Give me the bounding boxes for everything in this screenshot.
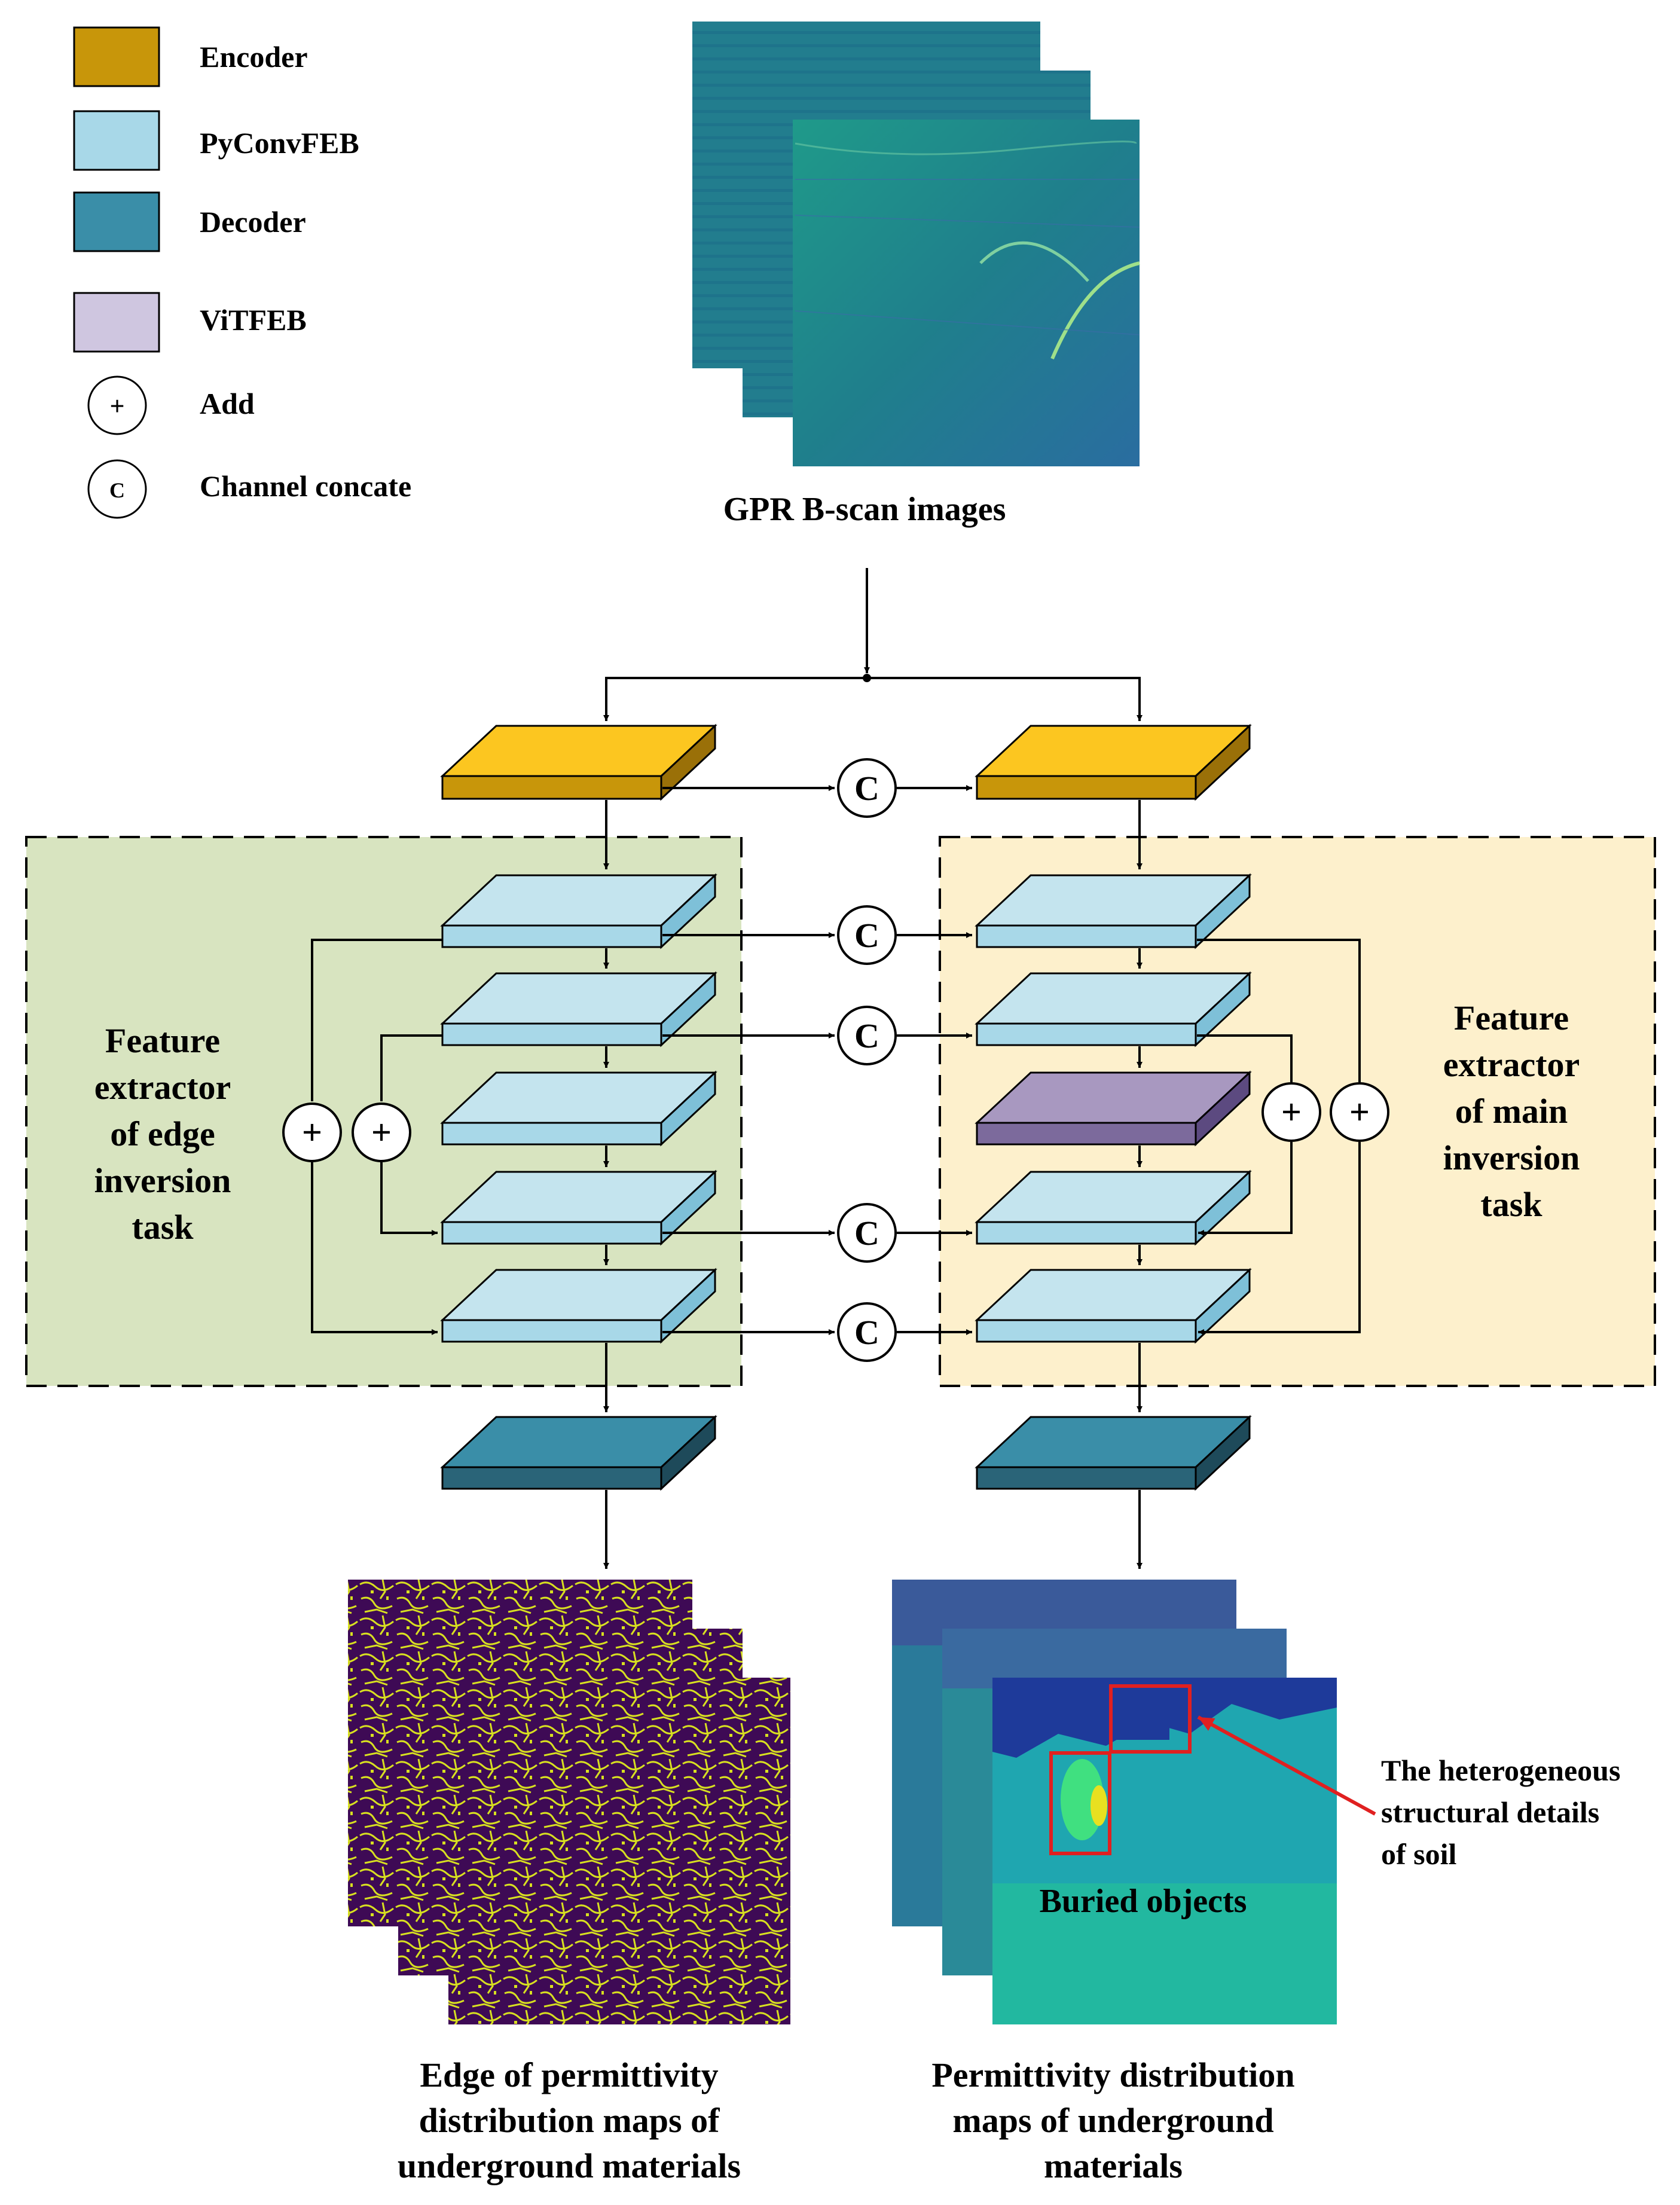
highlight-pointer	[1197, 1715, 1376, 1816]
buried-objects-label: Buried objects	[1040, 1883, 1247, 1920]
svg-text:Feature: Feature	[1454, 998, 1569, 1037]
legend-concat-symbol: C	[109, 478, 125, 502]
left-pyconv-block-2	[440, 971, 717, 1047]
legend-pyconv-swatch	[73, 110, 160, 171]
legend-concat-icon	[87, 459, 147, 519]
legend-add-label: Add	[200, 387, 255, 420]
left-pyconv-block-4	[440, 1169, 717, 1246]
concat-nodes: C C C C C	[837, 758, 897, 1362]
legend-add-icon	[87, 375, 147, 435]
add-symbol: +	[371, 1113, 392, 1152]
right-pyconv-block-2	[975, 971, 1252, 1047]
svg-text:of soil: of soil	[1381, 1837, 1457, 1871]
hetero-annotation: The heterogeneous structural details of …	[1381, 1754, 1620, 1871]
add-icon	[282, 1102, 342, 1162]
svg-text:The heterogeneous: The heterogeneous	[1381, 1754, 1620, 1787]
right-encoder-block	[975, 723, 1252, 801]
right-pyconv-block-1	[975, 873, 1252, 949]
input-split-connector	[603, 568, 1143, 721]
concat-symbol: C	[854, 1016, 879, 1055]
concat-icon	[837, 1203, 897, 1263]
svg-text:Feature: Feature	[105, 1021, 220, 1060]
add-icon	[352, 1102, 411, 1162]
legend-vit-swatch	[73, 292, 160, 353]
svg-text:structural details: structural details	[1381, 1795, 1599, 1829]
add-symbol: +	[1281, 1092, 1302, 1132]
add-symbol: +	[302, 1113, 322, 1152]
edge-maps-stack	[348, 1580, 790, 2024]
edge-output-caption: Edge of permittivity distribution maps o…	[398, 2056, 741, 2185]
left-decoder-block	[440, 1415, 717, 1491]
svg-text:distribution maps of: distribution maps of	[419, 2101, 720, 2140]
add-icon	[1330, 1082, 1389, 1142]
legend: Encoder PyConvFEB Decoder ViTFEB + Add C…	[73, 26, 411, 519]
permittivity-output-caption: Permittivity distribution maps of underg…	[931, 2056, 1294, 2185]
main-panel-label: Feature extractor of main inversion task	[1443, 998, 1580, 1224]
concat-links	[662, 785, 972, 1335]
legend-vit-label: ViTFEB	[200, 303, 307, 337]
legend-decoder-label: Decoder	[200, 205, 306, 239]
concat-icon	[837, 905, 897, 965]
svg-text:Permittivity distribution: Permittivity distribution	[931, 2056, 1294, 2094]
left-pyconv-block-3	[440, 1070, 717, 1147]
left-pyconv-block-1	[440, 873, 717, 949]
legend-add-symbol: +	[109, 392, 124, 421]
gpr-bscan-images	[692, 22, 1140, 466]
svg-text:inversion: inversion	[1443, 1138, 1580, 1177]
right-pyconv-block-4	[975, 1169, 1252, 1246]
concat-symbol: C	[854, 769, 879, 808]
right-pyconv-block-5	[975, 1268, 1252, 1344]
left-encoder-block	[440, 723, 717, 801]
legend-concat-label: Channel concate	[200, 469, 411, 503]
right-vit-block	[975, 1070, 1252, 1147]
legend-encoder-swatch	[73, 26, 160, 87]
svg-text:of edge: of edge	[110, 1114, 215, 1153]
left-skip-links	[311, 939, 442, 1335]
svg-text:Edge of permittivity: Edge of permittivity	[420, 2056, 718, 2094]
right-decoder-block	[975, 1415, 1252, 1491]
permittivity-maps-stack: Buried objects	[892, 1580, 1337, 2024]
add-icon	[1261, 1082, 1321, 1142]
svg-text:extractor: extractor	[94, 1068, 231, 1107]
concat-icon	[837, 758, 897, 818]
gpr-caption: GPR B-scan images	[723, 491, 1006, 528]
svg-text:underground materials: underground materials	[398, 2146, 741, 2185]
concat-symbol: C	[854, 1214, 879, 1253]
svg-text:of main: of main	[1455, 1092, 1568, 1131]
legend-encoder-label: Encoder	[200, 40, 308, 74]
svg-text:maps of underground: maps of underground	[952, 2101, 1273, 2140]
svg-text:task: task	[1480, 1185, 1542, 1224]
concat-icon	[837, 1006, 897, 1065]
left-pyconv-block-5	[440, 1268, 717, 1344]
svg-text:task: task	[132, 1208, 194, 1247]
edge-panel-label: Feature extractor of edge inversion task	[94, 1021, 231, 1247]
right-skip-links	[1197, 939, 1361, 1335]
svg-text:extractor: extractor	[1443, 1045, 1580, 1084]
concat-icon	[837, 1302, 897, 1362]
concat-symbol: C	[854, 916, 879, 955]
buried-object-highlight	[1049, 1751, 1111, 1855]
svg-text:inversion: inversion	[94, 1161, 231, 1200]
concat-symbol: C	[854, 1313, 879, 1352]
svg-text:materials: materials	[1044, 2146, 1183, 2185]
add-symbol: +	[1349, 1092, 1370, 1132]
legend-decoder-swatch	[73, 191, 160, 252]
soil-detail-highlight	[1109, 1684, 1192, 1754]
flow-arrows	[603, 800, 1143, 1569]
legend-pyconv-label: PyConvFEB	[200, 126, 359, 160]
